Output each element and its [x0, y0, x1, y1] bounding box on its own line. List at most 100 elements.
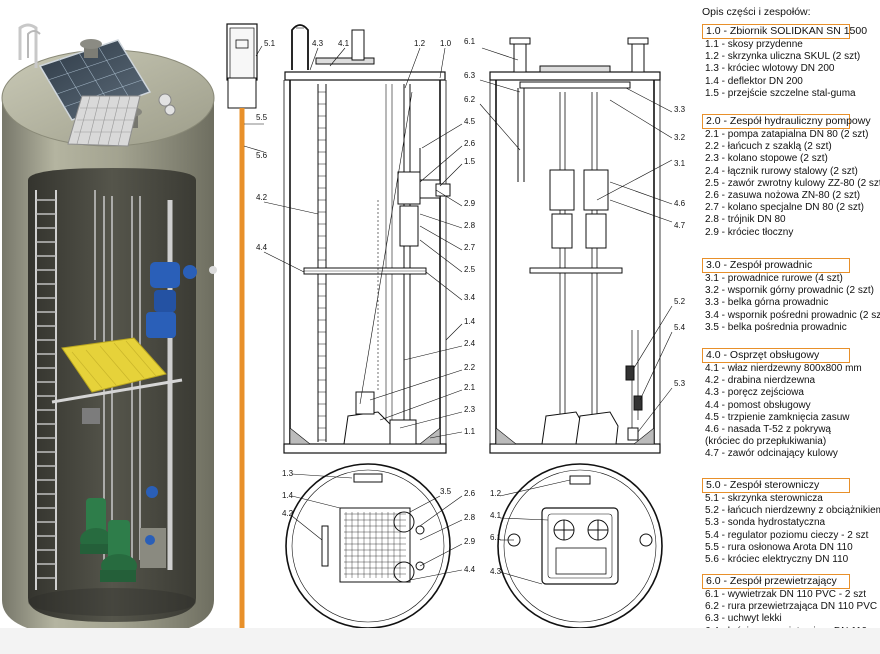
callout-label: 6.3: [464, 71, 476, 80]
legend-item: 2.2 - łańcuch z szaklą (2 szt): [705, 141, 832, 153]
handrail: [18, 23, 38, 68]
callout-label: 3.3: [674, 105, 686, 114]
legend-item: 4.5 - trzpienie zamknięcia zasuw: [705, 411, 850, 423]
legend-item: 1.5 - przejście szczelne stal-guma: [705, 87, 856, 99]
legend-item: 5.1 - skrzynka sterownicza: [705, 493, 823, 504]
legend-item: 4.1 - właz nierdzewny 800x800 mm: [705, 363, 862, 374]
legend-item: 5.2 - łańcuch nierdzewny z obciążnikiem: [705, 505, 880, 517]
callout-label: 2.9: [464, 199, 476, 208]
callout-label: 1.4: [282, 491, 294, 500]
callout-label: 1.3: [282, 469, 294, 478]
callout-label: 1.0: [440, 39, 452, 48]
callout-label: 5.1: [264, 39, 276, 48]
callout-label: 4.3: [312, 39, 324, 48]
legend-title: Opis części i zespołów:: [702, 6, 811, 18]
legend-item: 3.5 - belka pośrednia prowadnic: [705, 321, 847, 333]
callout-label: 6.1: [464, 37, 476, 46]
legend-item: 4.7 - zawór odcinający kulowy: [705, 448, 838, 460]
legend-item: 2.5 - zawór zwrotny kulowy ZZ-80 (2 szt): [705, 177, 880, 189]
legend-item: 5.5 - rura osłonowa Arota DN 110: [705, 541, 853, 553]
parts-legend: Opis części i zespołów: 1.0 - Zbiornik S…: [702, 0, 880, 637]
service-platform: [61, 337, 167, 393]
top-view: [497, 463, 663, 629]
legend-item: (króciec do przepłukiwania): [705, 436, 827, 448]
callout-label: 4.2: [282, 509, 294, 518]
legend-item: 2.9 - króciec tłoczny: [705, 226, 794, 238]
legend-item: 1.4 - deflektor DN 200: [705, 75, 803, 87]
callout-label: 1.5: [464, 157, 476, 166]
callout-label: 3.2: [674, 133, 686, 142]
legend-item: 2.1 - pompa zatapialna DN 80 (2 szt): [705, 129, 869, 140]
callout-label: 2.6: [464, 489, 476, 498]
callout-label: 2.4: [464, 339, 476, 348]
callout-label: 4.7: [674, 221, 686, 230]
side-section-view: [283, 24, 451, 454]
legend-section-header: 1.0 - Zbiornik SOLIDKAN SN 1500: [702, 24, 867, 39]
legend-item: 2.7 - kolano specjalne DN 80 (2 szt): [705, 202, 864, 214]
legend-item: 4.2 - drabina nierdzewna: [705, 375, 816, 387]
callout-label: 4.3: [490, 567, 502, 576]
legend-item: 5.3 - sonda hydrostatyczna: [705, 517, 826, 529]
plan-view: [285, 463, 451, 629]
legend-item: 4.3 - poręcz zejściowa: [705, 387, 804, 399]
bottom-bar: [0, 628, 880, 654]
callout-label: 5.2: [674, 297, 686, 306]
legend-item: 3.4 - wspornik pośredni prowadnic (2 szt…: [705, 309, 880, 321]
callout-label: 6.2: [464, 95, 476, 104]
front-section-view: [489, 37, 661, 454]
legend-item: 3.3 - belka górna prowadnic: [705, 297, 829, 309]
pump-icon: [100, 520, 137, 582]
control-cabinet: [226, 23, 258, 636]
callout-label: 1.2: [490, 489, 502, 498]
callout-label: 5.4: [674, 323, 686, 332]
check-valve-icon: [146, 262, 197, 338]
legend-item: 6.2 - rura przewietrzająca DN 110 PVC: [705, 601, 878, 613]
legend-item: 6.1 - wywietrzak DN 110 PVC - 2 szt: [705, 589, 866, 600]
callout-leaders: [243, 45, 673, 585]
callout-label: 2.6: [464, 139, 476, 148]
legend-item: 4.4 - pomost obsługowy: [705, 399, 811, 411]
callout-label: 4.5: [464, 117, 476, 126]
legend-item: 1.3 - króciec wlotowy DN 200: [705, 63, 835, 75]
callout-label: 6.1: [490, 533, 502, 542]
legend-item: 2.3 - kolano stopowe (2 szt): [705, 153, 828, 165]
legend-item: 3.1 - prowadnice rurowe (4 szt): [705, 273, 843, 284]
callout-label: 2.7: [464, 243, 476, 252]
callout-label: 2.3: [464, 405, 476, 414]
legend-section-header: 2.0 - Zespół hydrauliczny pompowy: [702, 114, 871, 129]
callout-label: 4.2: [256, 193, 268, 202]
callout-label: 4.1: [338, 39, 350, 48]
callout-label: 4.6: [674, 199, 686, 208]
callout-label: 3.1: [674, 159, 686, 168]
legend-item: 5.4 - regulator poziomu cieczy - 2 szt: [705, 529, 869, 541]
tank-3d-render: [1, 23, 217, 638]
legend-item: 1.1 - skosy przydenne: [705, 39, 803, 50]
legend-section-header: 5.0 - Zespół sterowniczy: [702, 478, 850, 493]
legend-item: 3.2 - wspornik górny prowadnic (2 szt): [705, 285, 874, 297]
legend-section-header: 6.0 - Zespół przewietrzający: [702, 574, 850, 589]
legend-item: 1.2 - skrzynka uliczna SKUL (2 szt): [705, 51, 861, 63]
callout-label: 4.4: [256, 243, 268, 252]
legend-item: 6.3 - uchwyt lekki: [705, 613, 782, 625]
legend-section-header: 3.0 - Zespół prowadnic: [702, 258, 850, 273]
vent-cap-icon: [80, 39, 102, 58]
legend-item: 2.4 - łącznik rurowy stalowy (2 szt): [705, 165, 858, 177]
callout-label: 2.1: [464, 383, 476, 392]
callout-label: 5.6: [256, 151, 268, 160]
callout-label: 3.4: [464, 293, 476, 302]
pump-icon: [80, 498, 112, 554]
callout-label: 1.4: [464, 317, 476, 326]
callout-label: 1.1: [464, 427, 476, 436]
legend-item: 2.8 - trójnik DN 80: [705, 214, 786, 226]
callout-label: 1.2: [414, 39, 426, 48]
callout-label: 3.5: [440, 487, 452, 496]
callout-label: 4.4: [464, 565, 476, 574]
